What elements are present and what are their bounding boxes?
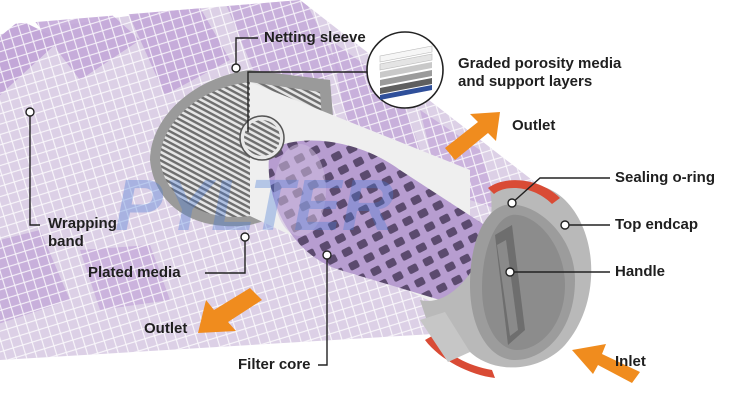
inlet-arrow	[572, 344, 640, 383]
marker-handle	[505, 267, 515, 277]
marker-core	[322, 250, 332, 260]
top-endcap	[420, 180, 592, 378]
marker-endcap	[560, 220, 570, 230]
label-sealing-oring: Sealing o-ring	[615, 169, 716, 186]
outlet-bottom-arrow	[198, 288, 262, 333]
label-plated-media: Plated media	[88, 264, 181, 281]
label-wrapping-band-2: band	[48, 233, 84, 250]
label-top-endcap: Top endcap	[615, 216, 699, 233]
watermark-logo: PYLTER	[115, 166, 394, 246]
marker-plated	[240, 232, 250, 242]
label-wrapping-band-1: Wrapping	[48, 215, 117, 232]
label-graded-media-1: Graded porosity media	[458, 55, 622, 72]
label-outlet-bottom: Outlet	[144, 320, 188, 337]
label-inlet: Inlet	[615, 353, 646, 370]
marker-oring	[507, 198, 517, 208]
label-netting-sleeve: Netting sleeve	[264, 29, 366, 46]
oring	[488, 180, 560, 204]
label-filter-core: Filter core	[238, 356, 311, 373]
label-handle: Handle	[615, 263, 666, 280]
label-graded-media-2: and support layers	[458, 73, 593, 90]
label-outlet-top: Outlet	[512, 117, 556, 134]
marker-wrapping	[25, 107, 35, 117]
outlet-top-arrow	[445, 112, 500, 160]
leader-lines	[29, 37, 610, 366]
graded-media-inset	[366, 31, 444, 109]
marker-netting	[231, 63, 241, 73]
